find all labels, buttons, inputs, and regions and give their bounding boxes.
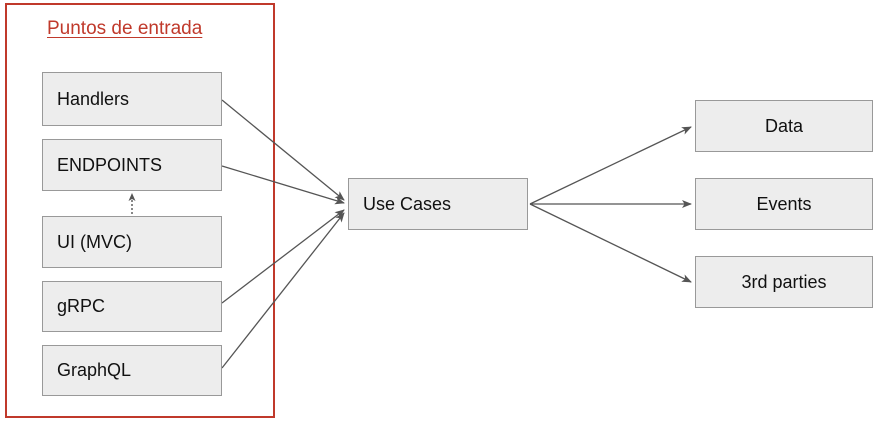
node-label: Use Cases: [363, 193, 452, 214]
edge-usecases-to-third: [529, 203, 692, 283]
node-label: GraphQL: [57, 360, 132, 380]
node-ui-mvc[interactable]: UI (MVC): [42, 216, 222, 268]
node-label: Data: [764, 115, 804, 136]
node-label: UI (MVC): [57, 231, 132, 252]
node-label: 3rd parties: [741, 271, 827, 292]
node-handlers[interactable]: Handlers: [42, 72, 222, 126]
node-third[interactable]: 3rd parties: [695, 256, 873, 308]
node-endpoints[interactable]: ENDPOINTS: [42, 139, 222, 191]
node-label: ENDPOINTS: [57, 154, 163, 175]
node-label: Handlers: [57, 88, 130, 109]
node-events[interactable]: Events: [695, 178, 873, 230]
node-grpc[interactable]: gRPC: [42, 281, 222, 332]
node-data[interactable]: Data: [695, 100, 873, 152]
edge-usecases-to-data: [529, 126, 692, 205]
node-graphql[interactable]: GraphQL: [42, 345, 222, 396]
node-use-cases[interactable]: Use Cases: [348, 178, 528, 230]
node-label: Events: [756, 193, 812, 214]
entry-points-group-title: Puntos de entrada: [47, 18, 203, 39]
node-label: gRPC: [57, 296, 106, 316]
